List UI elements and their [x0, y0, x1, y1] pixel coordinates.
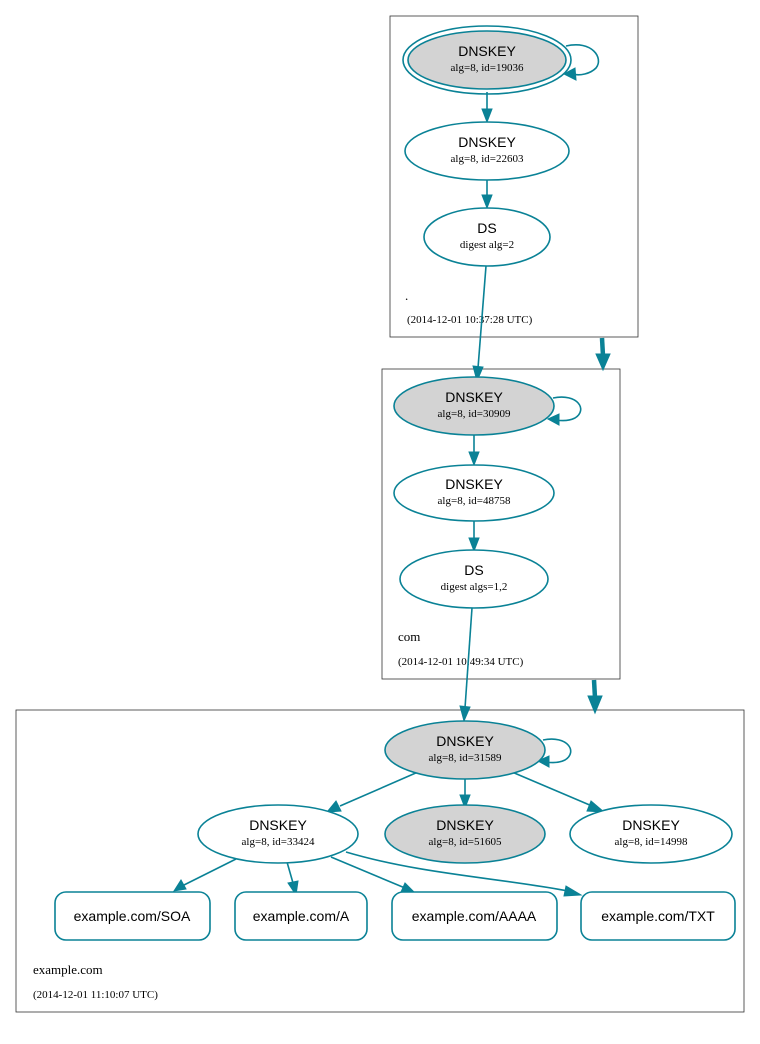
node-com-ksk[interactable]: DNSKEY alg=8, id=30909	[393, 376, 555, 436]
edge-zsk1-to-txt	[345, 851, 583, 897]
node-ex-key2[interactable]: DNSKEY alg=8, id=51605	[384, 804, 546, 864]
zone-example-timestamp: (2014-12-01 11:10:07 UTC)	[33, 989, 158, 1001]
node-root-ksk-detail: alg=8, id=19036	[451, 62, 524, 74]
rrset-aaaa-label: example.com/AAAA	[412, 908, 537, 924]
rrset-a-label: example.com/A	[253, 908, 350, 924]
node-root-zsk-detail: alg=8, id=22603	[451, 153, 524, 165]
node-ex-key2-detail: alg=8, id=51605	[429, 836, 502, 848]
edge-zsk1-to-soa	[172, 858, 237, 892]
rrset-aaaa[interactable]: example.com/AAAA	[391, 891, 558, 941]
node-ex-ksk-title: DNSKEY	[436, 733, 494, 749]
edge-ex-ksk-self	[536, 738, 572, 768]
node-root-ksk-title: DNSKEY	[458, 43, 516, 59]
node-ex-key3-title: DNSKEY	[622, 817, 680, 833]
node-ex-zsk1-title: DNSKEY	[249, 817, 307, 833]
zone-com-timestamp: (2014-12-01 10:49:34 UTC)	[398, 656, 524, 668]
edge-root-ksk-to-zsk	[481, 92, 493, 124]
node-root-ds-detail: digest alg=2	[460, 239, 514, 251]
rrset-soa-label: example.com/SOA	[74, 908, 191, 924]
edge-com-ds-to-example-ksk	[459, 607, 473, 723]
edge-ex-ksk-to-key3	[511, 771, 606, 813]
node-ex-zsk1-detail: alg=8, id=33424	[242, 836, 315, 848]
node-ex-zsk1[interactable]: DNSKEY alg=8, id=33424	[197, 804, 359, 864]
node-root-zsk-title: DNSKEY	[458, 134, 516, 150]
zone-root-name: .	[405, 288, 408, 303]
edge-root-zsk-to-ds	[481, 179, 493, 210]
edge-com-zsk-to-ds	[468, 521, 480, 553]
rrset-a[interactable]: example.com/A	[234, 891, 368, 941]
edge-root-ksk-self	[562, 44, 600, 81]
node-root-ds[interactable]: DS digest alg=2	[423, 207, 551, 267]
node-ex-key3[interactable]: DNSKEY alg=8, id=14998	[569, 804, 733, 864]
rrset-soa[interactable]: example.com/SOA	[54, 891, 211, 941]
node-ex-key3-detail: alg=8, id=14998	[615, 836, 688, 848]
edge-root-ds-to-com-ksk	[472, 265, 487, 383]
node-com-zsk-detail: alg=8, id=48758	[438, 495, 511, 507]
node-root-zsk[interactable]: DNSKEY alg=8, id=22603	[404, 121, 570, 181]
rrset-txt[interactable]: example.com/TXT	[580, 891, 736, 941]
edge-ex-ksk-to-key2	[459, 779, 471, 810]
node-ex-key2-title: DNSKEY	[436, 817, 494, 833]
zone-example-name: example.com	[33, 962, 103, 977]
edge-ex-ksk-to-zsk1	[325, 771, 419, 813]
zone-root-timestamp: (2014-12-01 10:37:28 UTC)	[407, 314, 533, 326]
node-com-ds[interactable]: DS digest algs=1,2	[399, 549, 549, 609]
node-com-ksk-detail: alg=8, id=30909	[438, 408, 511, 420]
node-com-ds-title: DS	[464, 562, 483, 578]
delegation-edge-root-to-com	[595, 337, 611, 372]
node-ex-ksk-detail: alg=8, id=31589	[429, 752, 502, 764]
rrset-txt-label: example.com/TXT	[601, 908, 715, 924]
node-com-zsk[interactable]: DNSKEY alg=8, id=48758	[393, 464, 555, 522]
node-com-zsk-title: DNSKEY	[445, 476, 503, 492]
edge-com-ksk-self	[546, 396, 582, 426]
node-root-ds-title: DS	[477, 220, 496, 236]
node-com-ds-detail: digest algs=1,2	[441, 581, 508, 593]
zone-com-name: com	[398, 629, 420, 644]
node-root-ksk[interactable]: DNSKEY alg=8, id=19036	[402, 25, 572, 95]
node-com-ksk-title: DNSKEY	[445, 389, 503, 405]
edge-com-ksk-to-zsk	[468, 434, 480, 467]
delegation-edge-com-to-example	[587, 679, 603, 715]
node-ex-ksk[interactable]: DNSKEY alg=8, id=31589	[384, 720, 546, 780]
